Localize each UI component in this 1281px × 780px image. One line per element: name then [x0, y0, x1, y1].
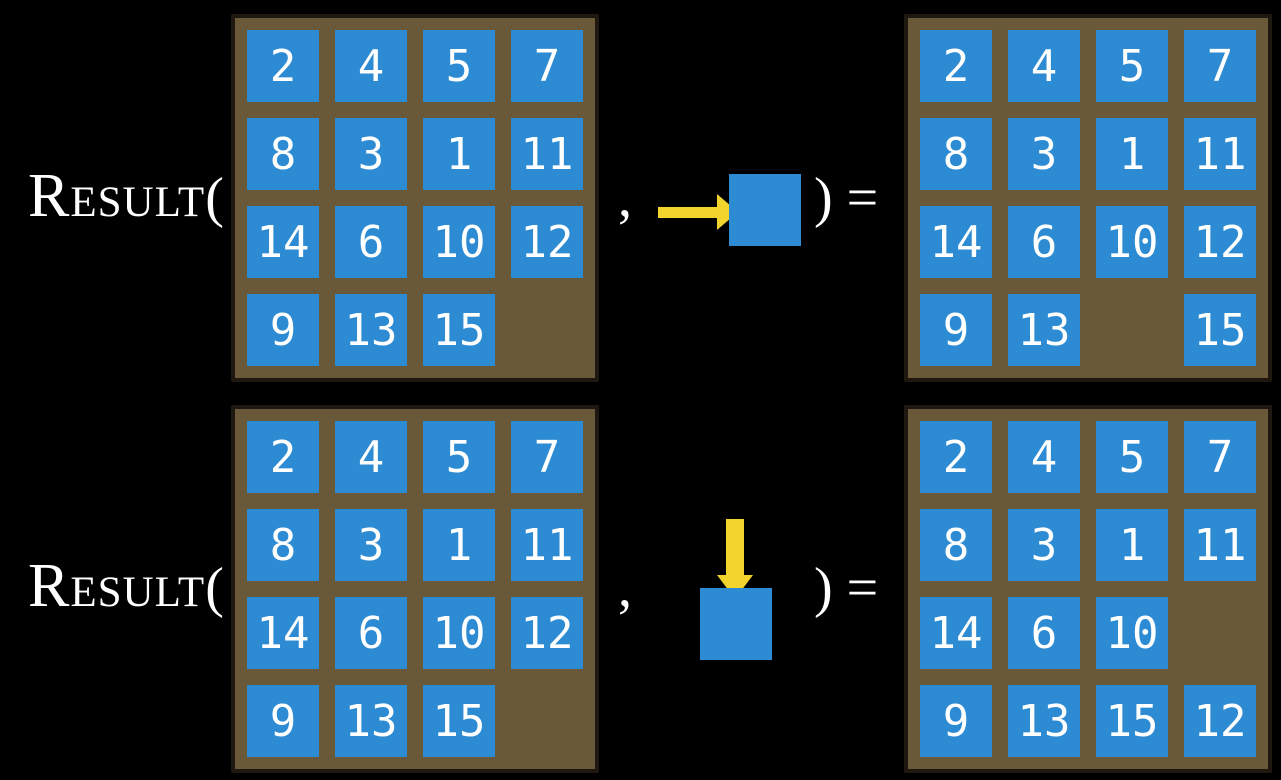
tile-8: 8 — [247, 509, 319, 581]
tile-11: 11 — [511, 118, 583, 190]
right-arrow-icon — [658, 194, 738, 230]
function-name: Result — [28, 552, 206, 620]
tile-5: 5 — [1096, 421, 1168, 493]
tile-15: 15 — [423, 685, 495, 757]
tile-14: 14 — [920, 206, 992, 278]
arrow-shaft — [726, 519, 744, 579]
tile-4: 4 — [335, 421, 407, 493]
tile-1: 1 — [1096, 509, 1168, 581]
tile-13: 13 — [1008, 294, 1080, 366]
tile-15: 15 — [1184, 294, 1256, 366]
tile-10: 10 — [423, 597, 495, 669]
tile-12: 12 — [511, 206, 583, 278]
empty-cell — [1184, 597, 1256, 669]
equals-sign: = — [846, 557, 879, 619]
open-paren: ( — [205, 167, 224, 229]
tile-8: 8 — [247, 118, 319, 190]
close-paren: ) — [814, 167, 833, 229]
tile-10: 10 — [1096, 597, 1168, 669]
tile-1: 1 — [423, 509, 495, 581]
tile-8: 8 — [920, 118, 992, 190]
tile-7: 7 — [1184, 30, 1256, 102]
tile-14: 14 — [920, 597, 992, 669]
tile-15: 15 — [1096, 685, 1168, 757]
tile-9: 9 — [920, 685, 992, 757]
tile-7: 7 — [1184, 421, 1256, 493]
tile-11: 11 — [1184, 118, 1256, 190]
tile-4: 4 — [335, 30, 407, 102]
tile-6: 6 — [335, 206, 407, 278]
empty-cell — [1096, 294, 1168, 366]
tile-13: 13 — [335, 294, 407, 366]
tile-14: 14 — [247, 597, 319, 669]
tile-3: 3 — [335, 118, 407, 190]
tile-5: 5 — [423, 421, 495, 493]
argument-separator: , — [618, 557, 632, 619]
tile-13: 13 — [335, 685, 407, 757]
tile-11: 11 — [511, 509, 583, 581]
tile-5: 5 — [1096, 30, 1168, 102]
tile-2: 2 — [920, 421, 992, 493]
move-down-action — [700, 519, 772, 660]
close-and-equals-1: ) = — [814, 170, 878, 226]
close-paren: ) — [814, 557, 833, 619]
empty-cell — [511, 294, 583, 366]
tile-7: 7 — [511, 421, 583, 493]
tile-6: 6 — [1008, 206, 1080, 278]
tile-10: 10 — [1096, 206, 1168, 278]
down-arrow-icon — [717, 519, 753, 599]
move-right-action — [658, 174, 801, 246]
function-name: Result — [28, 162, 206, 230]
tile-11: 11 — [1184, 509, 1256, 581]
argument-separator: , — [618, 167, 632, 229]
tile-8: 8 — [920, 509, 992, 581]
tile-6: 6 — [335, 597, 407, 669]
equals-sign: = — [846, 167, 879, 229]
tile-1: 1 — [1096, 118, 1168, 190]
tile-4: 4 — [1008, 30, 1080, 102]
tile-3: 3 — [1008, 118, 1080, 190]
tile-9: 9 — [247, 685, 319, 757]
tile-10: 10 — [423, 206, 495, 278]
function-label-1: Result( — [28, 165, 224, 227]
empty-cell — [511, 685, 583, 757]
tile-3: 3 — [335, 509, 407, 581]
tile-6: 6 — [1008, 597, 1080, 669]
tile-3: 3 — [1008, 509, 1080, 581]
moving-tile — [729, 174, 801, 246]
tile-2: 2 — [247, 421, 319, 493]
open-paren: ( — [205, 557, 224, 619]
tile-9: 9 — [920, 294, 992, 366]
tile-14: 14 — [247, 206, 319, 278]
tile-12: 12 — [1184, 685, 1256, 757]
tile-7: 7 — [511, 30, 583, 102]
tile-2: 2 — [920, 30, 992, 102]
function-label-2: Result( — [28, 555, 224, 617]
tile-12: 12 — [1184, 206, 1256, 278]
arrow-shaft — [658, 207, 717, 218]
tile-12: 12 — [511, 597, 583, 669]
tile-1: 1 — [423, 118, 495, 190]
tile-4: 4 — [1008, 421, 1080, 493]
tile-9: 9 — [247, 294, 319, 366]
tile-13: 13 — [1008, 685, 1080, 757]
tile-5: 5 — [423, 30, 495, 102]
moving-tile — [700, 588, 772, 660]
tile-2: 2 — [247, 30, 319, 102]
tile-15: 15 — [423, 294, 495, 366]
close-and-equals-2: ) = — [814, 560, 878, 616]
